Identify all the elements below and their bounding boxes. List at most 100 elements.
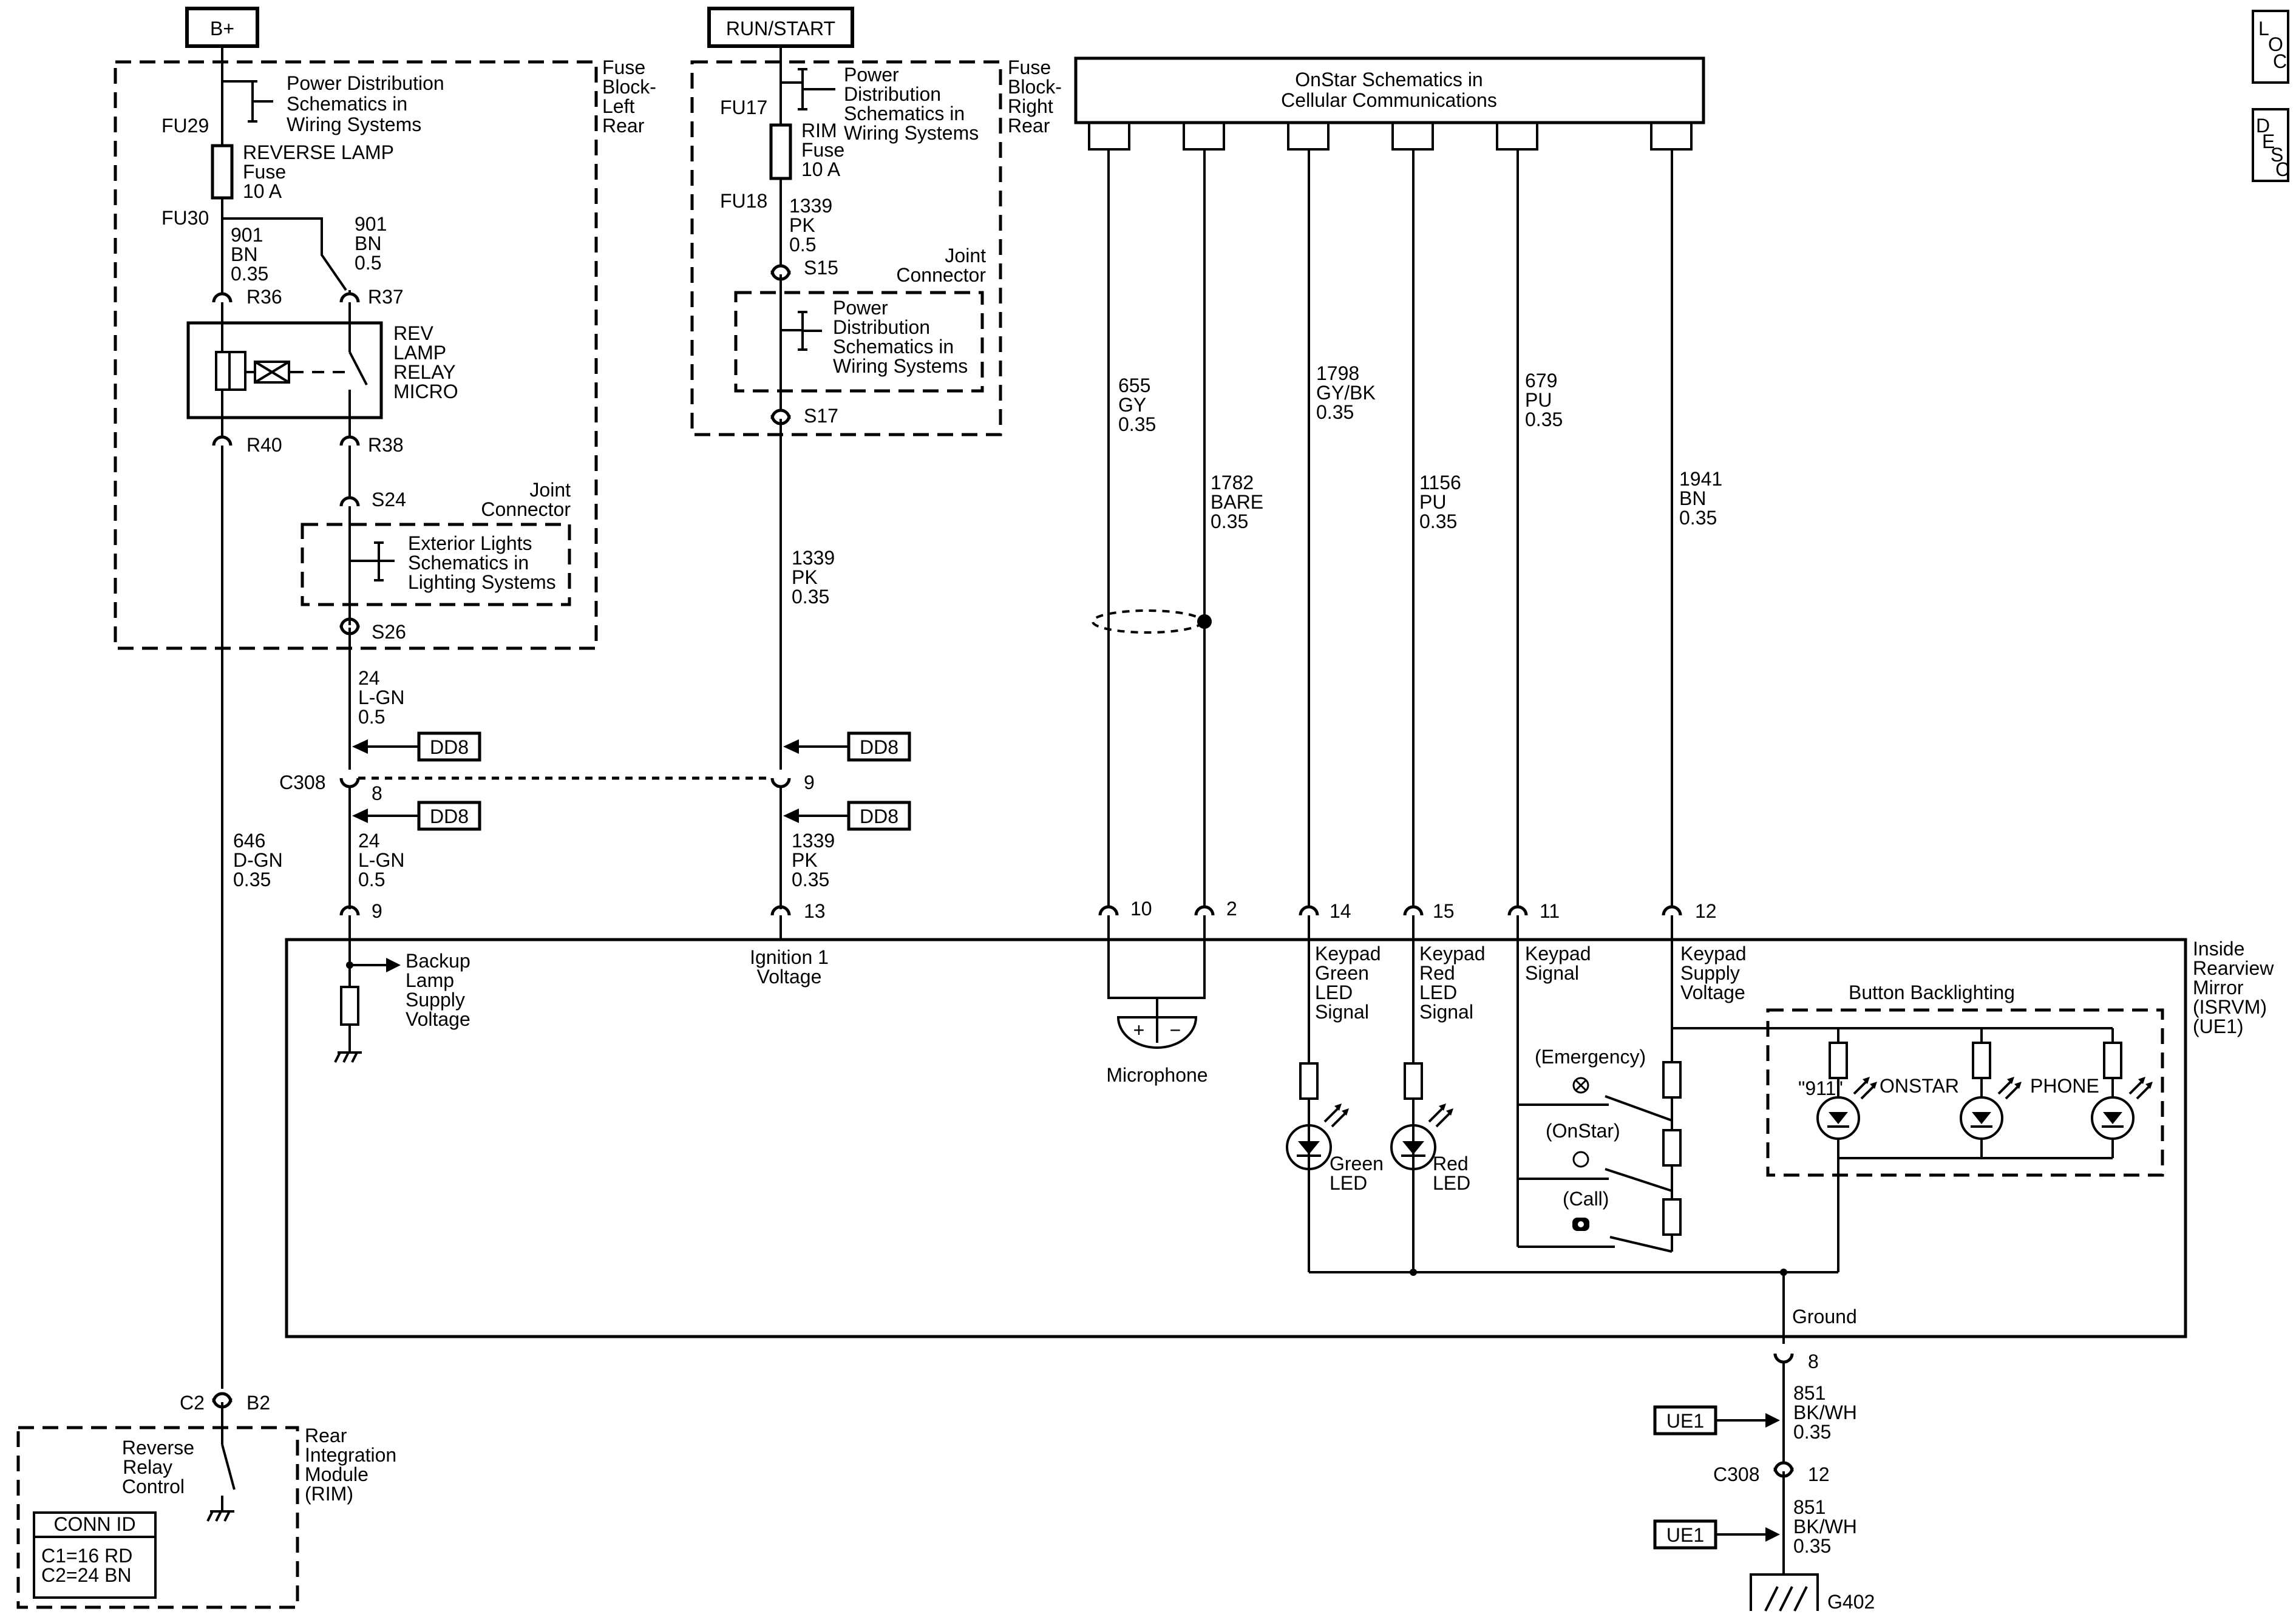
- mirror-pin-11: 11: [1540, 900, 1560, 922]
- dd8-ref-4-label: DD8: [860, 805, 898, 827]
- s26-label: S26: [372, 621, 406, 643]
- wire-1339-mid-1: 1339: [792, 547, 835, 569]
- dd8-ref-4[interactable]: DD8: [783, 801, 911, 831]
- fuse-block-left-title-4: Rear: [602, 115, 645, 137]
- wire-901-r37-2: BN: [355, 232, 381, 254]
- mirror-pin-2: 2: [1226, 898, 1237, 920]
- fuse-block-left-title-1: Fuse: [602, 56, 645, 78]
- ue1-ref-2[interactable]: UE1: [1653, 1519, 1780, 1550]
- dd8-ref-3[interactable]: DD8: [783, 731, 911, 762]
- reverse-lamp-fuse-2: Fuse: [243, 161, 286, 183]
- microphone: + − Microphone: [1106, 940, 1208, 1086]
- wire-851-2-3: 0.35: [1793, 1535, 1831, 1557]
- wire-851-2-1: 851: [1793, 1496, 1826, 1518]
- ext-lights-1: Exterior Lights: [408, 532, 532, 554]
- ue1-ref-1[interactable]: UE1: [1653, 1405, 1780, 1436]
- wire-1941-3: 0.35: [1679, 507, 1717, 529]
- rim-fuse-1: RIM: [801, 120, 837, 141]
- backup-lamp-wire: 24 L-GN 0.5 C308 8 24 L-GN 0.5: [279, 628, 772, 909]
- ground-label: Ground: [1792, 1306, 1857, 1327]
- wire-851-1-2: BK/WH: [1793, 1402, 1857, 1423]
- ground-pin-8: 8: [1808, 1351, 1819, 1372]
- dd8-ref-1[interactable]: DD8: [352, 731, 481, 762]
- rim-control-3: Control: [122, 1476, 185, 1497]
- red-led-circuit: Keypad Red LED Signal Red LED: [1390, 940, 1486, 1272]
- r40-label: R40: [246, 434, 282, 456]
- dd8-ref-2-label: DD8: [430, 805, 469, 827]
- bl-911-label: "911": [1798, 1077, 1843, 1099]
- mic-minus: −: [1170, 1019, 1181, 1041]
- wire-851-1-1: 851: [1793, 1382, 1826, 1404]
- power-dist-left-2: Schematics in: [287, 93, 407, 115]
- onstar-wires: 655 GY 0.35 1782 BARE 0.35 1798 GY/BK 0.…: [1088, 123, 1722, 907]
- wire-901-r37-1: 901: [355, 213, 387, 235]
- onstar-connector: OnStar Schematics in Cellular Communicat…: [1074, 56, 1705, 124]
- runstart-label: RUN/START: [726, 18, 835, 39]
- mic-plus: +: [1133, 1019, 1145, 1041]
- power-dist-right2-2: Distribution: [833, 316, 930, 338]
- button-backlighting: Button Backlighting "911" ONSTAR: [1672, 981, 2164, 1272]
- mirror-pin-9: 9: [372, 900, 382, 922]
- keypad-signal-2: Signal: [1525, 962, 1579, 984]
- desc-icon-c: C: [2275, 158, 2289, 180]
- conn-id-c1: C1=16 RD: [41, 1545, 132, 1567]
- fu18-label: FU18: [720, 190, 767, 212]
- wire-646-1: 646: [233, 830, 265, 852]
- fuse-block-right-title-1: Fuse: [1008, 56, 1051, 78]
- dd8-ref-2[interactable]: DD8: [352, 801, 481, 831]
- rim-fuse-3: 10 A: [801, 158, 841, 180]
- loc-icon-o: O: [2268, 33, 2283, 55]
- desc-icon-d: D: [2256, 115, 2270, 137]
- r36-label: R36: [246, 286, 282, 308]
- ground-c308: C308: [1713, 1463, 1760, 1485]
- joint-left-2: Connector: [481, 498, 571, 520]
- mirror-pin-12: 12: [1695, 900, 1717, 922]
- r38-label: R38: [368, 434, 404, 456]
- power-dist-right2-3: Schematics in: [833, 336, 954, 358]
- red-led-1: Red: [1433, 1153, 1469, 1175]
- joint-left-1: Joint: [529, 479, 571, 501]
- keypad-supply-3: Voltage: [1680, 981, 1745, 1003]
- c308-pin-8: 8: [372, 782, 382, 804]
- keypad-red-2: Red: [1419, 962, 1455, 984]
- wire-1798-3: 0.35: [1316, 401, 1354, 423]
- mirror-title-5: (UE1): [2193, 1015, 2244, 1037]
- reverse-lamp-fuse: [211, 144, 234, 200]
- rim-b2: B2: [246, 1392, 270, 1414]
- rim-c2: C2: [180, 1392, 205, 1414]
- fuse-block-right-title-2: Block-: [1008, 76, 1062, 98]
- ext-lights-2: Schematics in: [408, 552, 529, 574]
- wire-24-low-1: 24: [358, 830, 380, 852]
- backup-lamp-1: Backup: [406, 950, 470, 972]
- keypad-green-1: Keypad: [1315, 943, 1381, 964]
- wire-1782-1: 1782: [1211, 472, 1254, 493]
- wire-655-1: 655: [1118, 375, 1150, 396]
- wire-1798-1: 1798: [1316, 362, 1359, 384]
- ue1-ref-1-label: UE1: [1666, 1410, 1704, 1432]
- c308-label: C308: [279, 771, 326, 793]
- fuse-block-left-title-2: Block-: [602, 76, 656, 98]
- rim-control-2: Relay: [123, 1456, 172, 1478]
- wire-1782-2: BARE: [1211, 491, 1263, 513]
- dd8-ref-3-label: DD8: [860, 736, 898, 758]
- wire-1798-2: GY/BK: [1316, 382, 1376, 404]
- wire-646-2: D-GN: [233, 849, 283, 871]
- mirror-pin-10: 10: [1130, 898, 1152, 920]
- fuse-block-left: Fuse Block- Left Rear Power Distribution…: [114, 46, 656, 650]
- wire-1941-2: BN: [1679, 487, 1706, 509]
- mirror-title-3: Mirror: [2193, 977, 2244, 998]
- reverse-lamp-fuse-3: 10 A: [243, 180, 282, 202]
- joint-right-1: Joint: [945, 245, 986, 266]
- wire-24-up-3: 0.5: [358, 706, 385, 728]
- keypad-green-4: Signal: [1315, 1001, 1369, 1023]
- desc-icon[interactable]: D E S C: [2252, 108, 2289, 182]
- mirror-pin-13: 13: [804, 900, 826, 922]
- wire-1339-low-2: PK: [792, 849, 818, 871]
- wire-24-up-1: 24: [358, 667, 380, 689]
- loc-icon[interactable]: L O C: [2252, 10, 2289, 84]
- wire-1339-top-2: PK: [789, 214, 815, 236]
- ground-path: 8 851 BK/WH 0.35 UE1 C308 12 851 BK/WH 0…: [1653, 1337, 1875, 1613]
- rim-fuse: [769, 123, 792, 180]
- rear-integration-module: C2 B2 Rear Integration Module (RIM) Reve…: [16, 1392, 396, 1609]
